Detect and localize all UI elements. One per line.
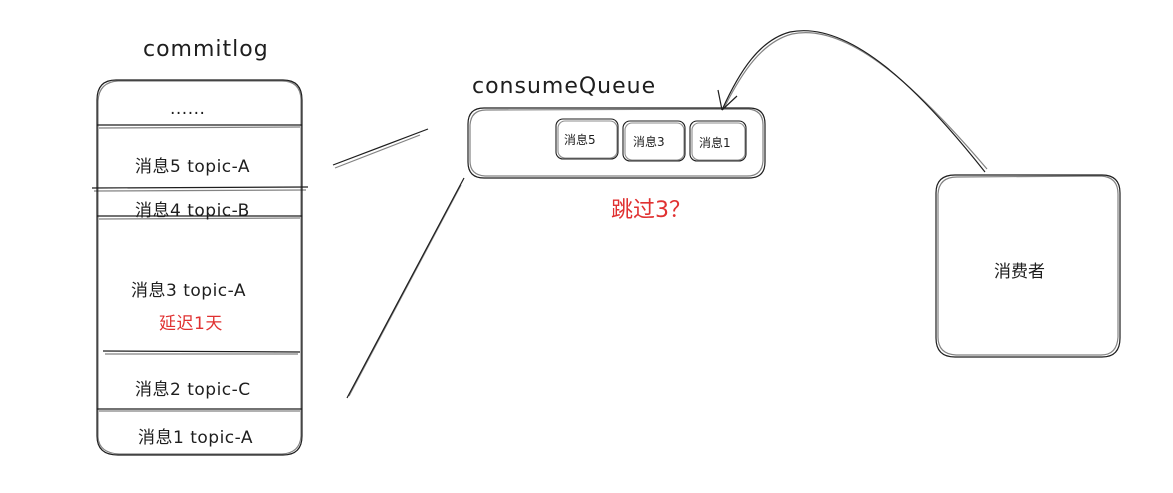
consume-arrow — [717, 30, 988, 173]
commitlog-dividers — [91, 124, 309, 412]
commitlog-ellipsis: ...... — [170, 99, 206, 119]
consume-queue-box — [467, 107, 766, 179]
skip-annotation: 跳过3？ — [611, 198, 691, 223]
connector-lines — [332, 128, 465, 399]
consumer-box — [935, 174, 1121, 358]
queue-item-msg3: 消息3 — [633, 135, 665, 149]
commitlog-row-msg2: 消息2 topic-C — [135, 380, 251, 400]
consume-queue-title: consumeQueue — [472, 74, 657, 99]
delay-note: 延迟1天 — [159, 314, 223, 334]
consumer-label: 消费者 — [994, 262, 1045, 282]
queue-item-boxes — [555, 118, 747, 162]
commitlog-row-msg4: 消息4 topic-B — [135, 201, 250, 221]
commitlog-row-msg3: 消息3 topic-A — [131, 281, 247, 301]
commitlog-row-msg5: 消息5 topic-A — [135, 157, 251, 177]
commitlog-box — [96, 79, 303, 456]
queue-item-msg5: 消息5 — [564, 133, 596, 147]
commitlog-row-msg1: 消息1 topic-A — [138, 428, 254, 448]
commitlog-title: commitlog — [143, 37, 269, 62]
queue-item-msg1: 消息1 — [699, 136, 731, 150]
